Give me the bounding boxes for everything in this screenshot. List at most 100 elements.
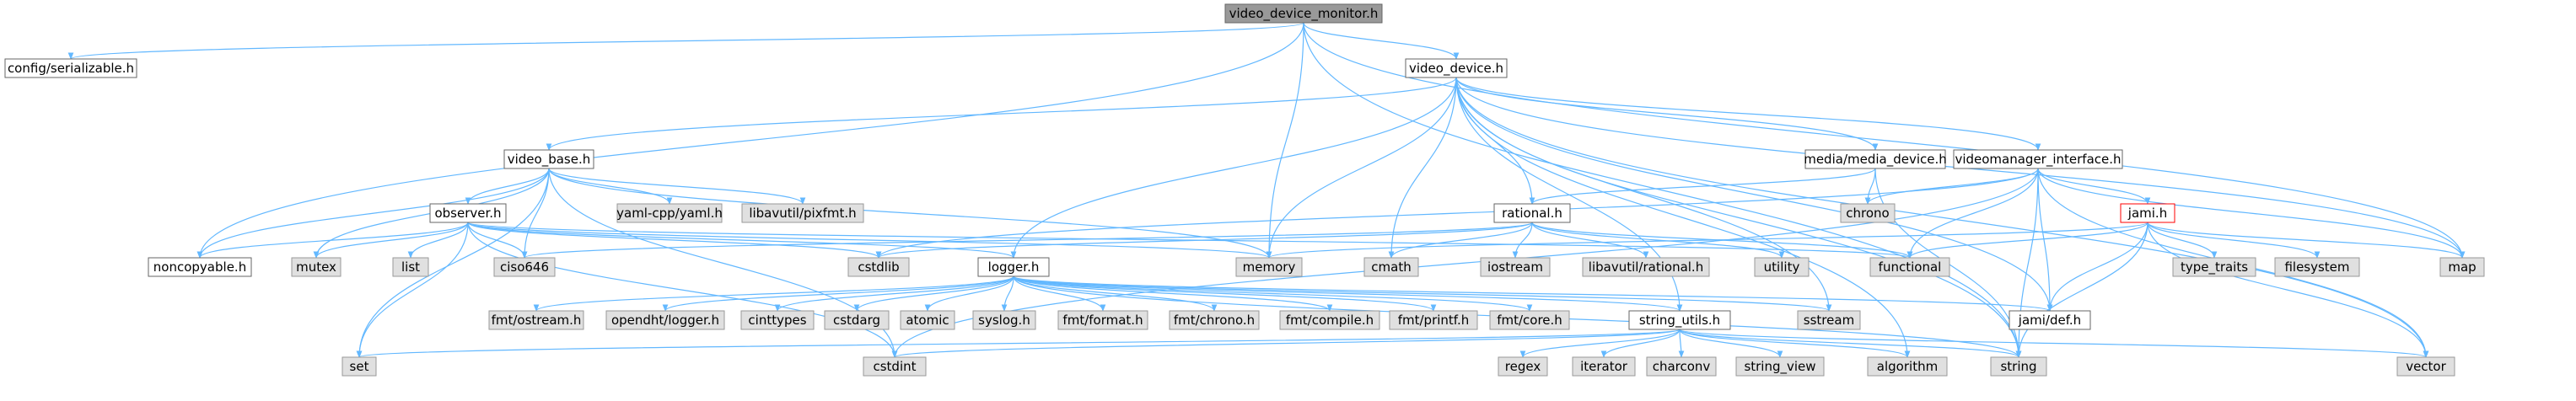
node-jami[interactable]: jami.h	[2120, 203, 2175, 223]
node-map: map	[2439, 257, 2485, 277]
node-cstdint: cstdint	[863, 356, 927, 377]
node-label: iostream	[1487, 259, 1543, 275]
edge-observer-to-mutex	[313, 222, 469, 259]
node-label: fmt/printf.h	[1398, 313, 1470, 328]
node-box	[1405, 58, 1508, 78]
edge-video-base-to-yaml-cpp	[548, 168, 673, 205]
node-label: yaml-cpp/yaml.h	[616, 206, 723, 221]
edge-logger-to-atomic	[924, 275, 1014, 312]
node-libavutil-rational: libavutil/rational.h	[1582, 257, 1710, 277]
node-label: iterator	[1580, 359, 1628, 374]
node-box	[1279, 310, 1380, 330]
edge-string-utils-to-algorithm	[1679, 329, 1911, 358]
node-label: regex	[1505, 359, 1541, 374]
node-regex: regex	[1498, 356, 1548, 377]
node-box	[605, 310, 725, 330]
node-fmt-core: fmt/core.h	[1489, 310, 1570, 330]
node-label: fmt/chrono.h	[1174, 313, 1255, 328]
node-label: sstream	[1804, 313, 1854, 328]
node-media-device[interactable]: media/media_device.h	[1804, 149, 1947, 169]
node-box	[2439, 257, 2485, 277]
node-box	[847, 257, 910, 277]
node-label: algorithm	[1877, 359, 1938, 374]
node-label: jami/def.h	[2018, 313, 2081, 328]
node-fmt-format: fmt/format.h	[1057, 310, 1148, 330]
edge-logger-to-string-utils	[1013, 275, 1683, 312]
node-label: vector	[2406, 359, 2446, 374]
edge-observer-to-logger	[467, 222, 1017, 259]
node-box	[2172, 257, 2256, 277]
node-box	[1628, 310, 1731, 330]
node-label: logger.h	[988, 259, 1040, 275]
edge-rational-to-libavutil-rational	[1531, 222, 1649, 259]
node-label: libavutil/pixfmt.h	[749, 206, 856, 221]
node-label: cstdarg	[833, 313, 880, 328]
node-box	[1953, 149, 2123, 169]
edge-videomanager-interface-to-cstdint	[891, 168, 2039, 358]
edge-rational-to-cmath	[1388, 222, 1533, 259]
node-rational[interactable]: rational.h	[1493, 203, 1571, 223]
node-label: cstdint	[873, 359, 916, 374]
edge-observer-to-list	[407, 222, 469, 259]
node-box	[1480, 257, 1551, 277]
node-label: cstdlib	[858, 259, 899, 275]
node-label: syslog.h	[978, 313, 1030, 328]
edge-logger-to-fmt-chrono	[1013, 275, 1218, 312]
node-label: observer.h	[434, 206, 501, 221]
node-box	[900, 310, 955, 330]
node-video-base[interactable]: video_base.h	[503, 149, 594, 169]
node-noncopyable[interactable]: noncopyable.h	[148, 257, 252, 277]
node-memory: memory	[1235, 257, 1303, 277]
edge-video-device-to-logger	[1010, 77, 1457, 259]
node-box	[493, 257, 556, 277]
node-string-utils[interactable]: string_utils.h	[1628, 310, 1731, 330]
edge-video-base-to-noncopyable	[196, 168, 550, 259]
node-box	[291, 257, 341, 277]
node-ciso646: ciso646	[493, 257, 556, 277]
node-jami-def[interactable]: jami/def.h	[2009, 310, 2091, 330]
node-cinttypes: cinttypes	[740, 310, 815, 330]
node-label: fmt/ostream.h	[492, 313, 582, 328]
node-label: filesystem	[2284, 259, 2349, 275]
edge-logger-to-cinttypes	[774, 275, 1014, 312]
node-label: opendht/logger.h	[611, 313, 719, 328]
edge-video-device-monitor-to-noncopyable	[196, 22, 1304, 259]
edge-logger-to-fmt-ostream	[533, 275, 1014, 312]
edge-observer-to-set	[356, 222, 469, 358]
node-fmt-chrono: fmt/chrono.h	[1169, 310, 1260, 330]
node-box	[977, 257, 1050, 277]
node-box	[616, 203, 723, 223]
node-video-device-monitor[interactable]: video_device_monitor.h	[1224, 3, 1383, 24]
node-label: fmt/format.h	[1062, 313, 1143, 328]
node-box	[1169, 310, 1260, 330]
node-box	[1840, 203, 1896, 223]
node-iterator: iterator	[1572, 356, 1636, 377]
node-opendht-logger: opendht/logger.h	[605, 310, 725, 330]
node-box	[1572, 356, 1636, 377]
edge-logger-to-jami-def	[1013, 275, 2052, 312]
edge-string-utils-to-charconv	[1678, 329, 1685, 358]
node-atomic: atomic	[900, 310, 955, 330]
dependency-edges	[68, 22, 2466, 358]
node-box	[741, 203, 864, 223]
node-string: string	[1990, 356, 2047, 377]
edge-videomanager-interface-to-jami-def	[2037, 168, 2053, 312]
edge-video-device-to-cmath	[1388, 77, 1457, 259]
node-box	[1224, 3, 1383, 24]
node-label: jami.h	[2127, 206, 2167, 221]
node-box	[1235, 257, 1303, 277]
node-box	[1493, 203, 1571, 223]
node-label: video_device_monitor.h	[1229, 6, 1379, 22]
node-video-device[interactable]: video_device.h	[1405, 58, 1508, 78]
edge-jami-to-vector	[2147, 222, 2429, 358]
edge-rational-to-utility	[1531, 222, 1785, 259]
node-logger[interactable]: logger.h	[977, 257, 1050, 277]
node-observer[interactable]: observer.h	[429, 203, 507, 223]
node-label: videomanager_interface.h	[1955, 152, 2121, 168]
node-sstream: sstream	[1797, 310, 1861, 330]
node-label: set	[350, 359, 369, 374]
node-videomanager-interface[interactable]: videomanager_interface.h	[1953, 149, 2123, 169]
node-config-serializable[interactable]: config/serializable.h	[4, 58, 137, 78]
node-label: mutex	[296, 259, 336, 275]
node-label: config/serializable.h	[8, 61, 134, 76]
